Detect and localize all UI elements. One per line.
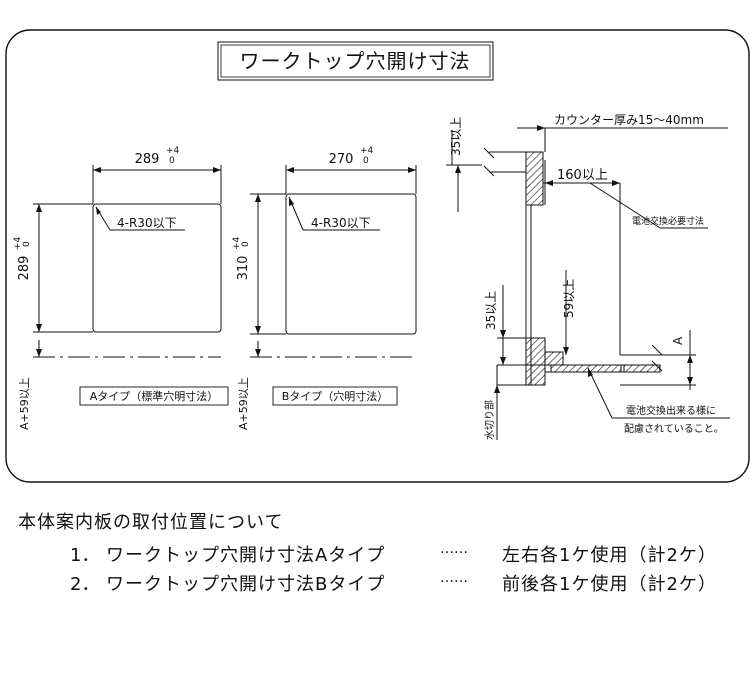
- panel-b-height-tol-plus: +4: [232, 236, 242, 250]
- drawing-frame: [5, 29, 750, 483]
- depth-min-label: 160以上: [557, 168, 608, 183]
- panel-a-height-tol-minus: 0: [22, 241, 32, 247]
- title-box-inner: [220, 44, 491, 78]
- panel-b-width-tol-plus: +4: [360, 146, 374, 156]
- battery-space-note: 電池交換必要寸法: [632, 215, 704, 227]
- panel-b: [250, 165, 417, 358]
- panel-a-height-tol-plus: +4: [13, 236, 23, 250]
- panel-b-front-clearance: A+59以上: [237, 377, 250, 430]
- placement-note-line2: 配慮されていること。: [624, 422, 724, 435]
- panel-a-cutout: [92, 203, 222, 333]
- panel-b-corner-radius: 4-R30以下: [311, 216, 371, 230]
- panel-a-corner-radius: 4-R30以下: [117, 216, 177, 230]
- panel-b-caption: Bタイプ（穴明寸法）: [282, 389, 389, 403]
- panel-a-width-tol-minus: 0: [169, 156, 175, 166]
- drawing-title: ワークトップ穴開け寸法: [240, 49, 471, 73]
- panel-a-height: 289: [17, 256, 32, 281]
- cross-section: [446, 125, 730, 440]
- panel-a-caption: Aタイプ（標準穴明寸法）: [90, 389, 219, 403]
- panel-b-cutout: [285, 193, 417, 335]
- counter-thickness-label: カウンター厚み15～40mm: [554, 113, 704, 127]
- panel-b-height: 310: [236, 256, 251, 281]
- dimension-a-label: A: [671, 336, 685, 345]
- panel-a-width: 289: [135, 152, 160, 167]
- section-top-margin: 35以上: [449, 117, 463, 156]
- panel-a-front-clearance: A+59以上: [18, 377, 31, 430]
- section-lower-margin: 35以上: [484, 291, 498, 330]
- panel-b-height-tol-minus: 0: [241, 241, 251, 247]
- placement-note-line1: 電池交換出来る様に: [626, 404, 716, 417]
- title-box: [217, 41, 494, 81]
- section-panel-margin: 59以上: [562, 279, 576, 318]
- panel-a: [33, 165, 222, 358]
- panel-a-width-tol-plus: +4: [166, 146, 180, 156]
- panel-b-width-tol-minus: 0: [363, 156, 369, 166]
- panel-b-width: 270: [329, 152, 354, 167]
- water-edge-label: 水切り部: [483, 400, 496, 440]
